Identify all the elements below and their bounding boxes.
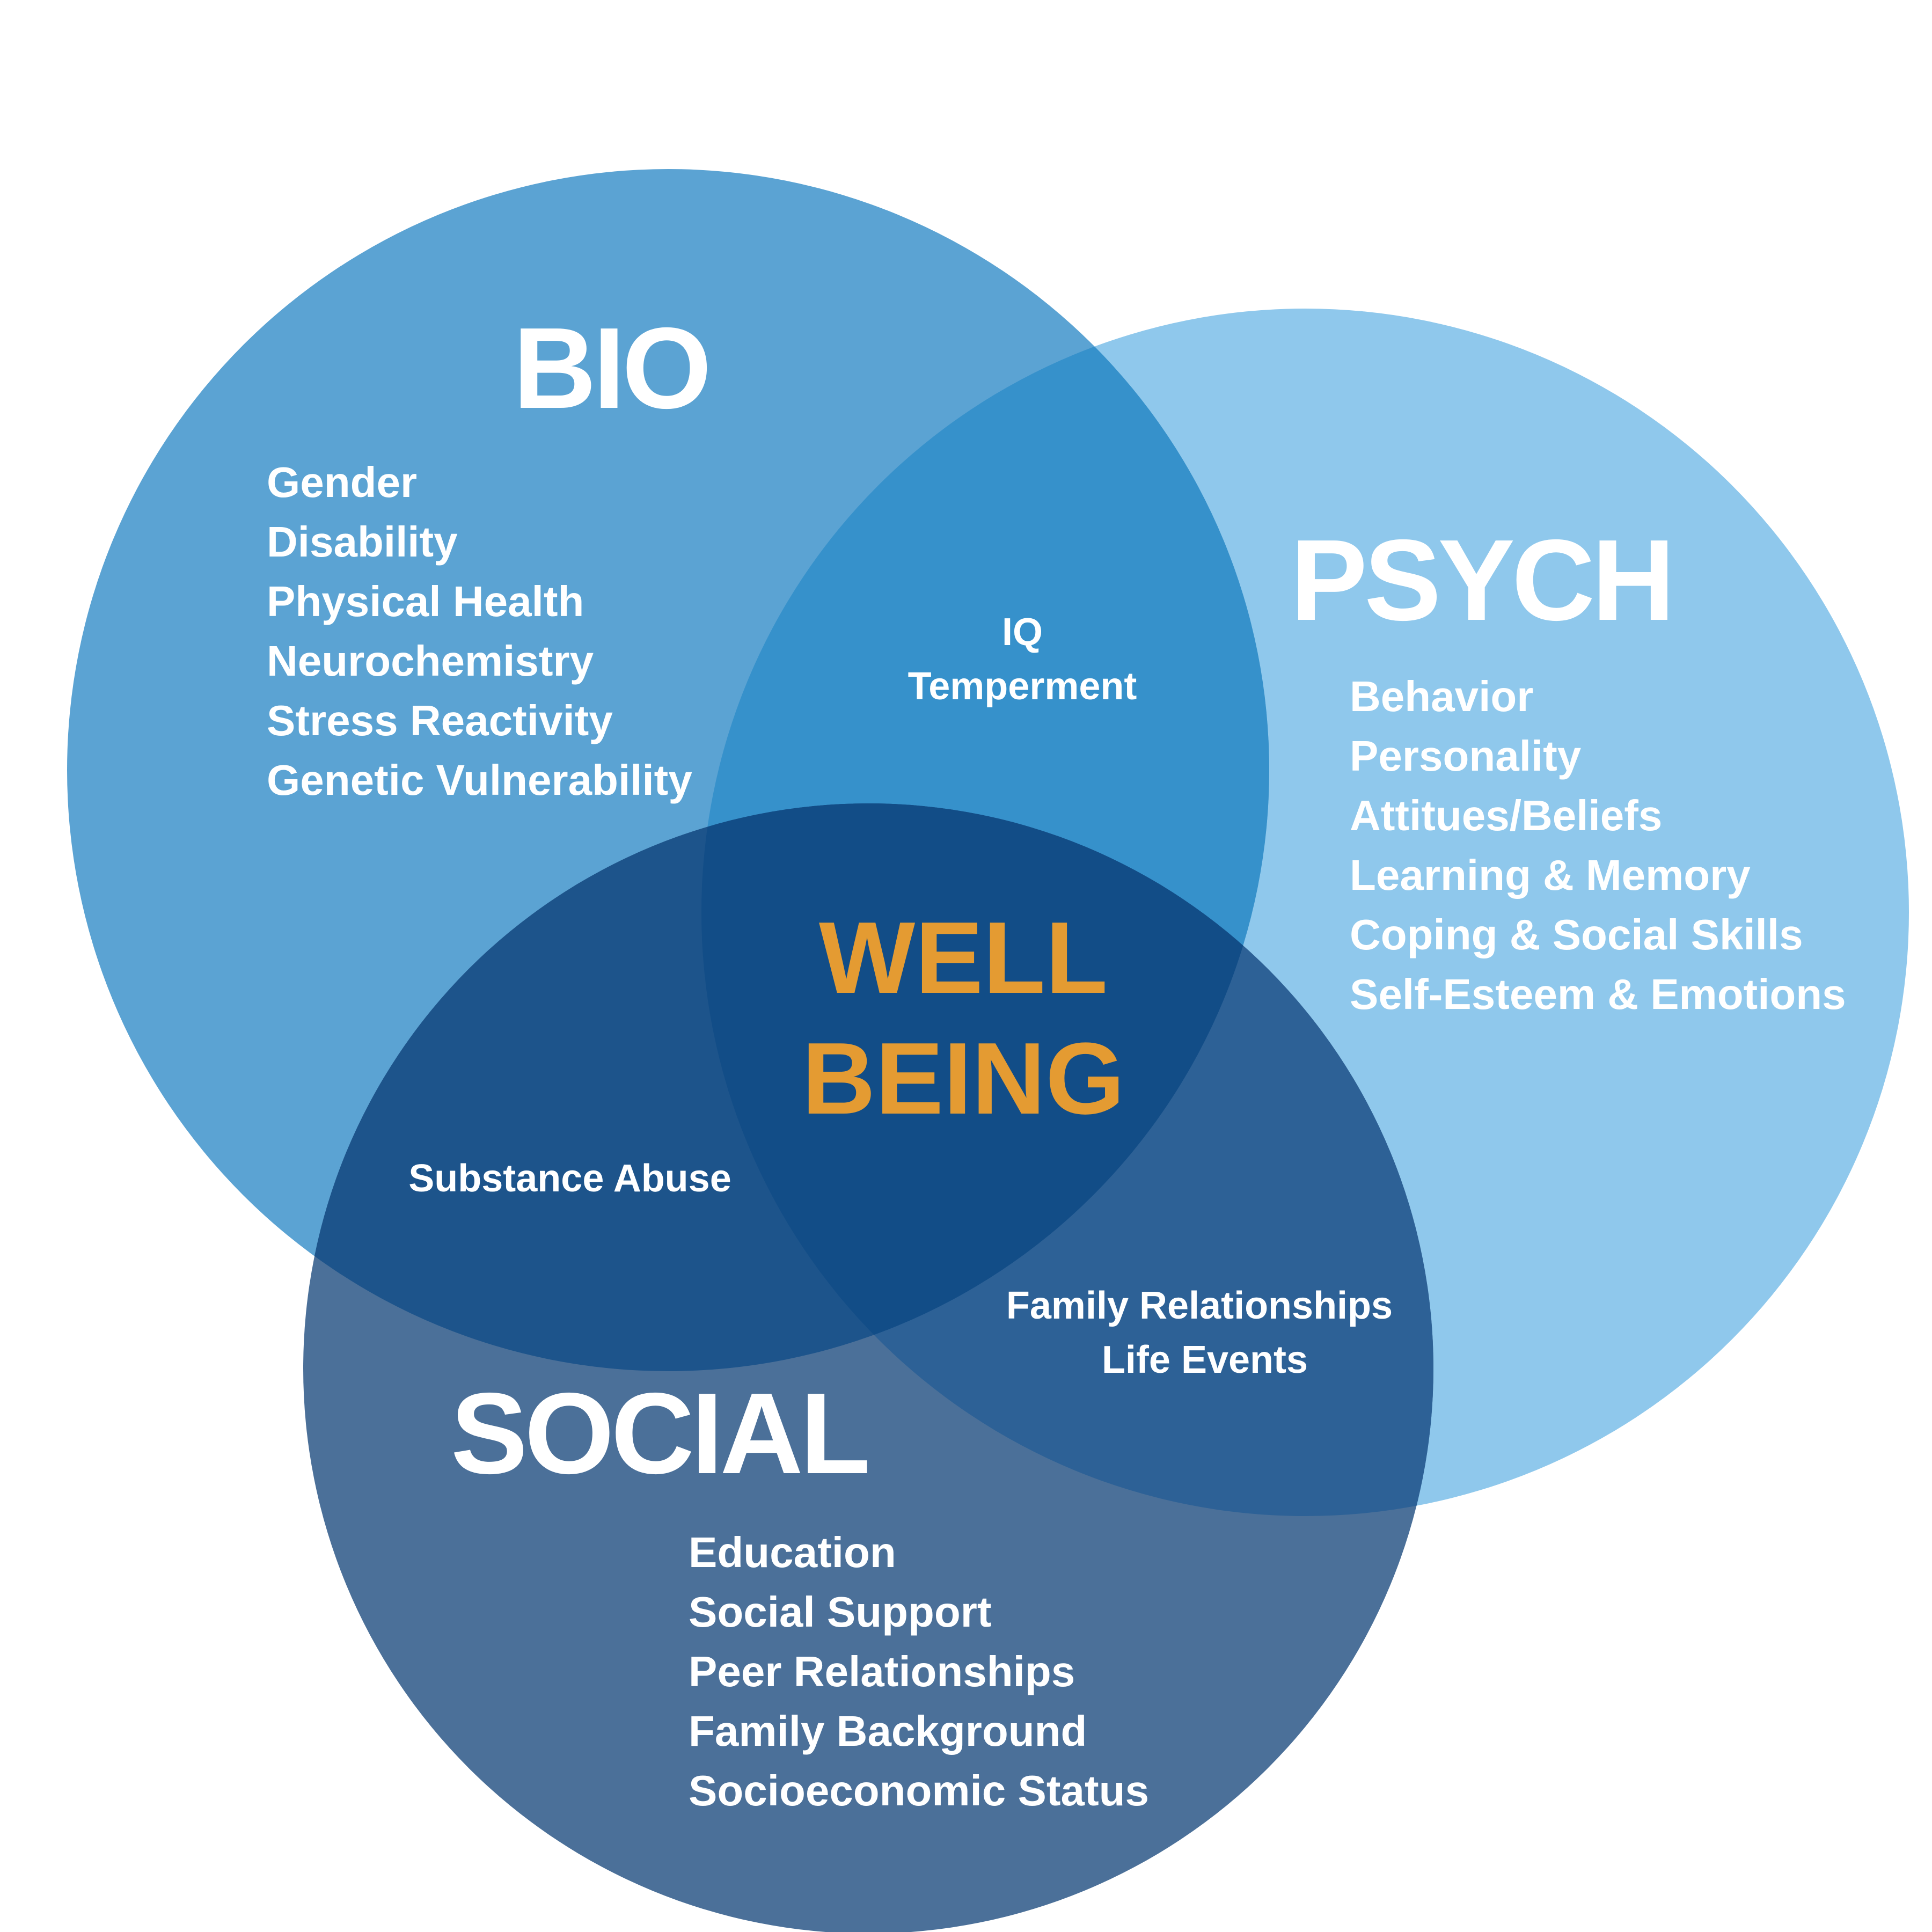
social-item: Education <box>689 1528 896 1576</box>
psych-item: Coping & Social Skills <box>1350 911 1803 958</box>
psych-social-labels: Family Relationships Life Events <box>1006 1284 1393 1381</box>
well-being-line: BEING <box>802 1022 1125 1136</box>
social-title: SOCIAL <box>451 1368 867 1498</box>
bio-item: Disability <box>267 518 458 566</box>
bio-item: Stress Reactivity <box>267 697 613 744</box>
social-items: Education Social Support Peer Relationsh… <box>689 1528 1149 1814</box>
center-overlap <box>701 803 1269 1371</box>
psych-item: Learning & Memory <box>1350 851 1751 899</box>
overlap-item: Family Relationships <box>1006 1284 1393 1327</box>
bio-item: Gender <box>267 458 417 506</box>
bio-item: Genetic Vulnerability <box>267 756 692 804</box>
social-item: Social Support <box>689 1588 992 1636</box>
social-item: Peer Relationships <box>689 1648 1075 1695</box>
bio-title: BIO <box>513 303 708 433</box>
psych-item: Personality <box>1350 732 1582 780</box>
well-being-line: WELL <box>819 901 1108 1015</box>
psych-items: Behavior Personality Attitues/Beliefs Le… <box>1350 672 1846 1018</box>
bio-item: Physical Health <box>267 577 584 625</box>
psych-title: PSYCH <box>1291 515 1672 645</box>
psych-item: Self-Esteem & Emotions <box>1350 970 1846 1018</box>
bio-items: Gender Disability Physical Health Neuroc… <box>267 458 692 804</box>
well-being-label: WELL BEING <box>802 901 1125 1136</box>
bio-social-labels: Substance Abuse <box>408 1157 731 1200</box>
overlap-item: Substance Abuse <box>408 1157 731 1200</box>
bio-psych-labels: IQ Temperment <box>908 611 1137 708</box>
social-item: Socioeconomic Status <box>689 1767 1149 1814</box>
psych-item: Behavior <box>1350 672 1533 720</box>
bio-item: Neurochemistry <box>267 637 594 685</box>
overlap-item: Temperment <box>908 665 1137 708</box>
psych-item: Attitues/Beliefs <box>1350 792 1662 839</box>
overlap-item: IQ <box>1002 611 1043 654</box>
overlap-item: Life Events <box>1102 1338 1308 1381</box>
social-item: Family Background <box>689 1707 1087 1755</box>
